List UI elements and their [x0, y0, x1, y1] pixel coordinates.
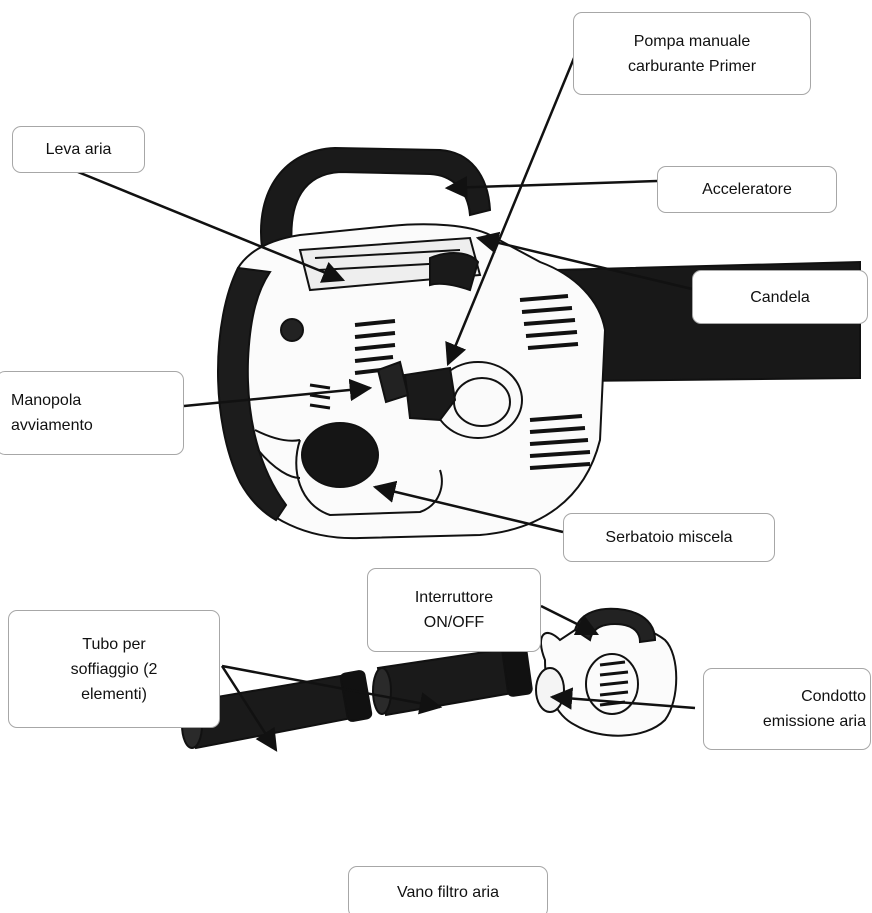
label-manopola: Manopola avviamento: [0, 371, 184, 455]
label-vano-filtro: Vano filtro aria: [348, 866, 548, 913]
small-blower-drawing: [536, 609, 676, 736]
label-condotto: Condotto emissione aria: [703, 668, 871, 750]
blow-tubes-drawing: [182, 644, 532, 748]
tube-section-2: [378, 648, 518, 715]
fuel-cap: [302, 423, 378, 487]
label-interruttore: Interruttore ON/OFF: [367, 568, 541, 652]
label-primer: Pompa manuale carburante Primer: [573, 12, 811, 95]
label-leva-aria: Leva aria: [12, 126, 145, 173]
label-acceleratore: Acceleratore: [657, 166, 837, 213]
label-serbatoio: Serbatoio miscela: [563, 513, 775, 562]
label-tubo: Tubo per soffiaggio (2 elementi): [8, 610, 220, 728]
label-candela: Candela: [692, 270, 868, 324]
